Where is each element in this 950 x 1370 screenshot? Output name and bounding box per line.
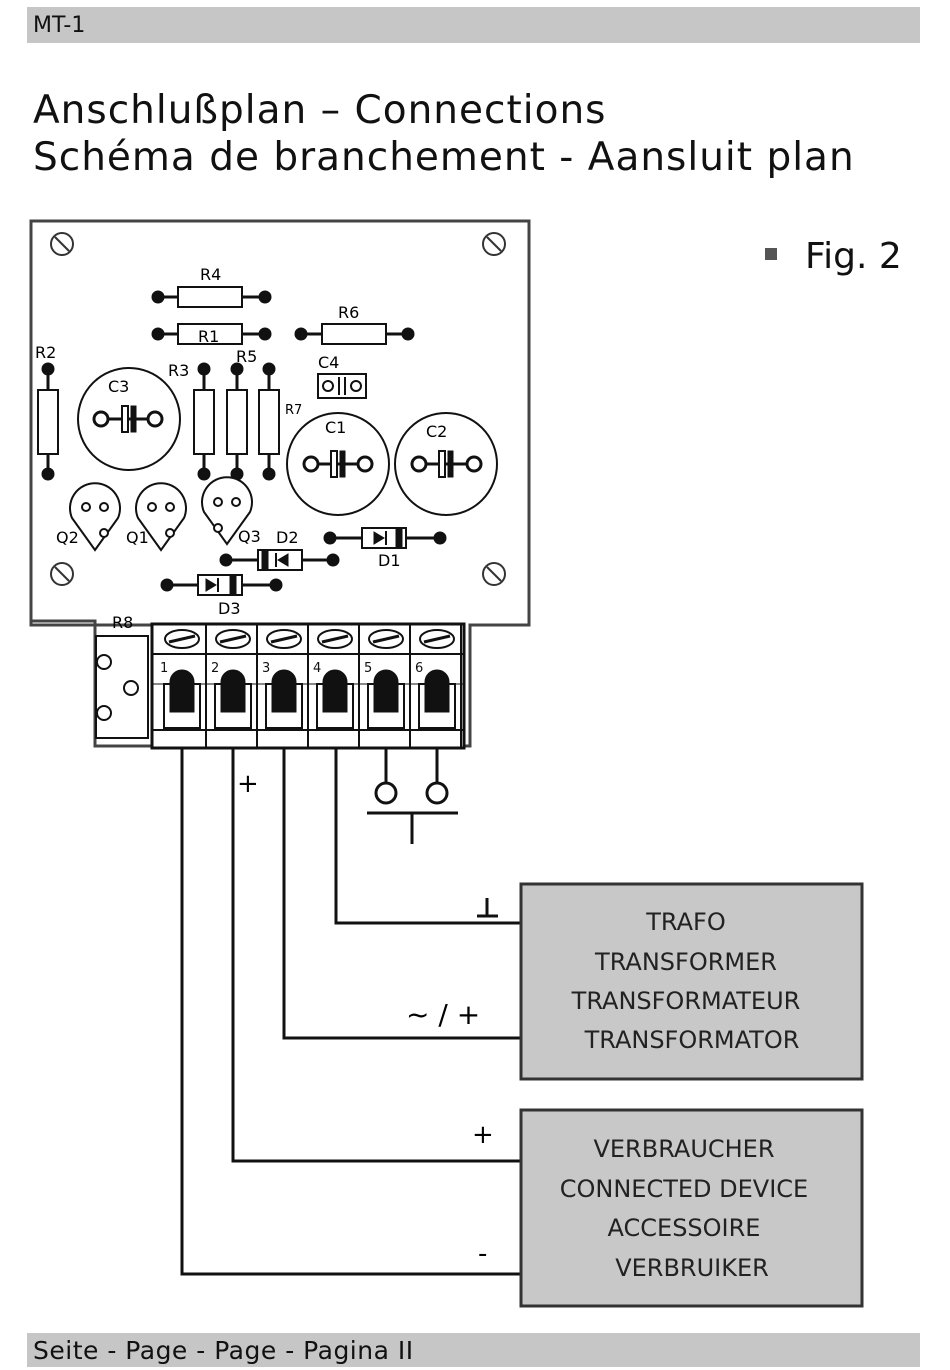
device-label-1: VERBRAUCHER — [593, 1135, 774, 1163]
capacitor-c2 — [394, 412, 498, 516]
transistor-q3 — [201, 476, 253, 546]
capacitor-c1 — [286, 412, 390, 516]
resistor-r3 — [193, 362, 215, 481]
terminal-screw-icon — [215, 629, 251, 649]
label-c4: C4 — [318, 353, 339, 372]
load-plus-label: + — [472, 1120, 494, 1150]
label-r1: R1 — [198, 327, 219, 346]
label-r7: R7 — [285, 403, 302, 418]
label-d2: D2 — [276, 528, 299, 547]
title-line-1: Anschlußplan – Connections — [33, 88, 607, 133]
label-c3: C3 — [108, 377, 129, 396]
label-q1: Q1 — [126, 528, 149, 547]
footer-label: Seite - Page - Page - Pagina II — [33, 1336, 414, 1365]
label-r2: R2 — [35, 343, 56, 362]
label-r6: R6 — [338, 303, 359, 322]
label-c1: C1 — [325, 418, 346, 437]
resistor-r7 — [258, 362, 280, 481]
header-bar: MT-1 — [27, 7, 920, 43]
bullet-square-icon — [765, 248, 777, 260]
transformer-labels: TRAFO TRANSFORMER TRANSFORMATEUR TRANSFO… — [571, 908, 801, 1054]
label-r3: R3 — [168, 361, 189, 380]
terminal-number: 1 — [160, 661, 168, 676]
label-q3: Q3 — [238, 527, 261, 546]
terminal-clamp-icon — [214, 669, 252, 729]
terminal-clamp-icon — [367, 669, 405, 729]
resistor-r2 — [37, 362, 59, 481]
switch-icon — [367, 781, 458, 844]
device-labels: VERBRAUCHER CONNECTED DEVICE ACCESSOIRE … — [560, 1135, 808, 1282]
resistor-r1 — [151, 323, 272, 345]
transformer-label-4: TRANSFORMATOR — [584, 1026, 800, 1054]
diode-d1 — [323, 527, 447, 549]
terminal-clamp-icon — [316, 669, 354, 729]
terminal-clamp-icon — [163, 669, 201, 729]
terminal-screw-icon — [266, 629, 302, 649]
connected-device-box — [519, 1108, 864, 1308]
transistor-q2 — [69, 482, 121, 552]
label-q2: Q2 — [56, 528, 79, 547]
resistor-r4 — [151, 286, 272, 308]
terminal-number: 3 — [262, 661, 270, 676]
diode-d3 — [160, 574, 283, 596]
transformer-label-1: TRAFO — [645, 908, 725, 936]
connection-wires — [180, 748, 521, 1276]
label-r4: R4 — [200, 265, 221, 284]
terminal-number: 2 — [211, 661, 219, 676]
device-label-3: ACCESSOIRE — [608, 1214, 761, 1242]
terminal-screw-icon — [419, 629, 455, 649]
terminal-number: 6 — [415, 661, 423, 676]
terminal-block: 1 2 3 4 5 6 — [150, 622, 466, 750]
terminal-screw-icon — [164, 629, 200, 649]
transformer-label-2: TRANSFORMER — [594, 948, 777, 976]
transistor-q1 — [135, 482, 187, 552]
resistor-r6 — [294, 323, 415, 345]
terminal-2-plus-label: + — [237, 769, 259, 799]
device-label-4: VERBRUIKER — [615, 1254, 769, 1282]
capacitor-c3 — [77, 367, 181, 471]
capacitor-c4 — [317, 373, 367, 399]
mounting-hole-icon — [50, 232, 506, 586]
terminal-screw-icon — [317, 629, 353, 649]
potentiometer-r8 — [95, 635, 149, 739]
footer-bar: Seite - Page - Page - Pagina II — [27, 1333, 920, 1367]
label-d1: D1 — [378, 551, 401, 570]
terminal-number: 4 — [313, 661, 321, 676]
label-r8: R8 — [112, 613, 133, 632]
transformer-label-3: TRANSFORMATEUR — [571, 987, 801, 1015]
diode-d2 — [219, 549, 340, 571]
figure-label: Fig. 2 — [765, 236, 902, 277]
label-c2: C2 — [426, 422, 447, 441]
load-minus-label: - — [478, 1239, 487, 1269]
figure-label-text: Fig. 2 — [805, 236, 902, 277]
terminal-clamp-icon — [418, 669, 456, 729]
pcb-board-outline — [29, 219, 531, 748]
title-line-2: Schéma de branchement - Aansluit plan — [33, 135, 855, 180]
ground-icon — [477, 898, 498, 918]
resistor-r5 — [226, 362, 248, 481]
terminal-screw-icon — [368, 629, 404, 649]
device-label-2: CONNECTED DEVICE — [560, 1175, 808, 1203]
terminal-clamp-icon — [265, 669, 303, 729]
label-r5: R5 — [236, 347, 257, 366]
header-label: MT-1 — [33, 13, 86, 38]
terminal-number: 5 — [364, 661, 372, 676]
label-d3: D3 — [218, 599, 241, 618]
transformer-box — [519, 882, 864, 1081]
ac-plus-label: ~ / + — [406, 998, 480, 1031]
